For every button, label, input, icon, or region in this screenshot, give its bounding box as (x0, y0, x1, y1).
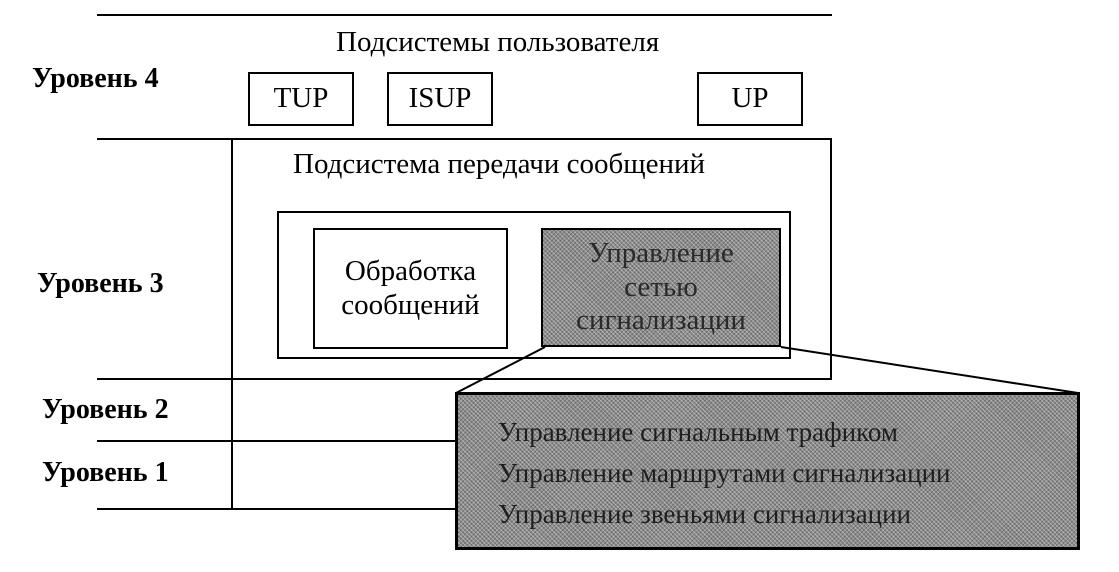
network-management-line-1: Управление (588, 237, 734, 270)
level-2-label: Уровень 2 (42, 394, 169, 425)
tup-label: TUP (273, 82, 329, 115)
network-management-line-2: сетью (624, 270, 698, 303)
tup-box: TUP (248, 72, 354, 126)
message-handling-box: Обработка сообщений (313, 228, 508, 349)
isup-box: ISUP (387, 72, 493, 126)
up-label: UP (731, 82, 769, 115)
up-box: UP (697, 72, 803, 126)
divider-2-1 (97, 440, 457, 442)
message-handling-line-2: сообщений (341, 288, 480, 321)
network-management-line-3: сигнализации (576, 304, 746, 337)
top-rule (97, 14, 832, 16)
mtp-frame-left (231, 138, 233, 510)
level-3-label: Уровень 3 (37, 268, 164, 299)
detail-line-traffic: Управление сигнальным трафиком (498, 417, 898, 447)
mtp-title: Подсистема передачи сообщений (293, 148, 706, 180)
bottom-rule (97, 508, 457, 510)
divider-3-2 (97, 378, 832, 380)
network-management-box: Управление сетью сигнализации (541, 228, 781, 347)
mtp-frame-right (830, 138, 832, 380)
divider-4-3 (97, 138, 832, 140)
detail-line-links: Управление звеньями сигнализации (498, 499, 911, 529)
detail-line-routes: Управление маршрутами сигнализации (498, 458, 951, 488)
user-subsystems-title: Подсистемы пользователя (336, 26, 660, 58)
isup-label: ISUP (408, 82, 472, 115)
message-handling-line-1: Обработка (344, 255, 477, 288)
level-1-label: Уровень 1 (42, 457, 169, 488)
level-4-label: Уровень 4 (32, 63, 159, 94)
network-management-detail-box: Управление сигнальным трафиком Управлени… (455, 392, 1080, 550)
